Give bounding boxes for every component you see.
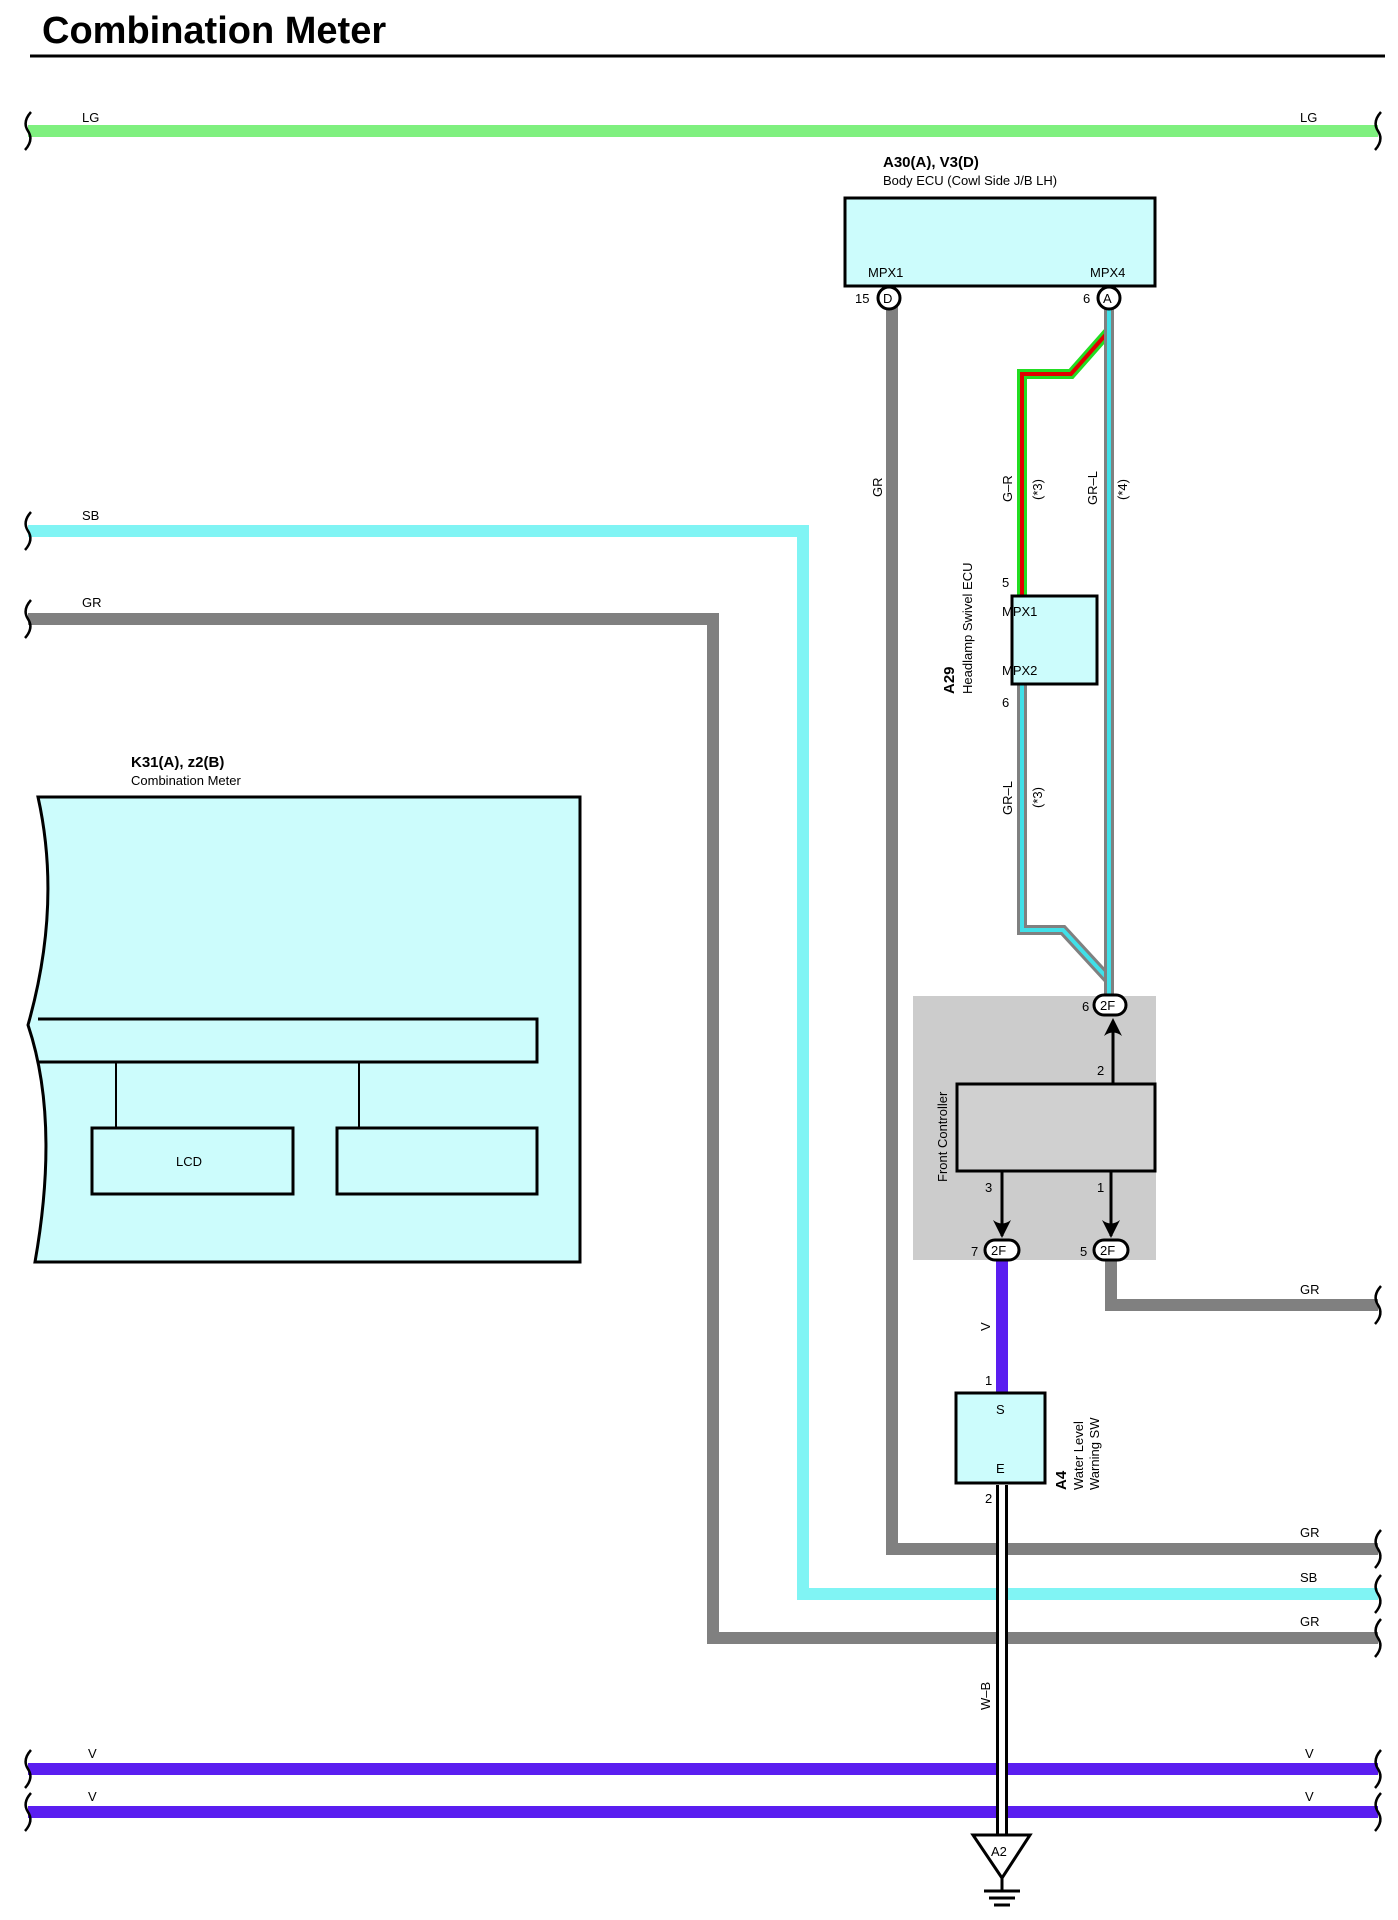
- water-sw-pin-s: S: [996, 1402, 1005, 1417]
- conn-2f-right-pin: 5: [1080, 1244, 1087, 1259]
- wire-break-right-sb: [1374, 1574, 1382, 1614]
- headlamp-ecu-pin-mpx1: MPX1: [1002, 604, 1037, 619]
- front-controller-box: [955, 1082, 1157, 1173]
- combo-meter-name: Combination Meter: [131, 773, 241, 788]
- combo-meter-code: K31(A), z2(B): [131, 754, 224, 771]
- gr-wire-left: [28, 613, 1378, 1644]
- wire-break-right-gr-fc: [1374, 1285, 1382, 1325]
- ground-label: A2: [991, 1844, 1007, 1859]
- water-sw-code: A4: [1053, 1470, 1070, 1490]
- gr-label-right-2: GR: [1300, 1614, 1320, 1629]
- headlamp-ecu-box: [1010, 594, 1099, 686]
- g-r-note: (*3): [1030, 479, 1045, 500]
- sb-label-left: SB: [82, 508, 99, 523]
- wire-break-left-sb: [24, 511, 32, 551]
- body-ecu-conn-a-label: A: [1103, 291, 1112, 306]
- water-sw-pin-2: 2: [985, 1491, 992, 1506]
- v-label-right-1: V: [1305, 1746, 1314, 1761]
- wire-break-right-gr1: [1374, 1529, 1382, 1569]
- body-ecu-pin-6: 6: [1083, 291, 1090, 306]
- lg-label-right: LG: [1300, 110, 1317, 125]
- fc-arrow-down-right-icon: [1102, 1220, 1120, 1238]
- body-ecu-conn-d: [876, 285, 902, 311]
- sb-label-right: SB: [1300, 1570, 1317, 1585]
- water-sw-name-1: Water Level: [1071, 1421, 1086, 1490]
- sub-block: [335, 1126, 539, 1196]
- gr-l-label-upper: GR–L: [1085, 471, 1100, 505]
- headlamp-ecu-code: A29: [941, 666, 958, 694]
- gr-wire-mpx1: [886, 298, 1378, 1555]
- wire-break-right-v1: [1374, 1749, 1382, 1789]
- conn-2f-right: [1092, 1238, 1130, 1262]
- water-sw-pin-1: 1: [985, 1373, 992, 1388]
- v-label-sw: V: [978, 1322, 993, 1331]
- gr-l-label-lower: GR–L: [1000, 781, 1015, 815]
- headlamp-ecu-pin-mpx2: MPX2: [1002, 663, 1037, 678]
- headlamp-ecu-name: Headlamp Swivel ECU: [960, 563, 975, 695]
- ground-triangle: [970, 1833, 1033, 1881]
- conn-2f-left: [983, 1238, 1021, 1262]
- sb-wire: [28, 525, 1378, 1600]
- water-sw-pin-e: E: [996, 1461, 1005, 1476]
- v-label-left-1: V: [88, 1746, 97, 1761]
- wire-break-left-v1: [24, 1749, 32, 1789]
- conn-2f-top-label: 2F: [1100, 998, 1115, 1013]
- body-ecu-conn-a: [1096, 285, 1122, 311]
- lcd-block: [90, 1126, 295, 1196]
- fc-pin-1: 1: [1097, 1180, 1104, 1195]
- gr-label-right-1: GR: [1300, 1525, 1320, 1540]
- body-ecu-name: Body ECU (Cowl Side J/B LH): [883, 173, 1057, 188]
- conn-2f-left-pin: 7: [971, 1244, 978, 1259]
- gr-wire-fc: [1105, 1250, 1378, 1311]
- conn-2f-left-label: 2F: [991, 1243, 1006, 1258]
- body-ecu-pin-mpx4: MPX4: [1090, 265, 1125, 280]
- fc-arrow-down-left-icon: [993, 1220, 1011, 1238]
- v-label-right-2: V: [1305, 1789, 1314, 1804]
- wire-break-left-gr: [24, 599, 32, 639]
- water-sw-name-2: Warning SW: [1087, 1417, 1102, 1490]
- gr-label-left: GR: [82, 595, 102, 610]
- gr-label-fc: GR: [1300, 1282, 1320, 1297]
- conn-2f-right-label: 2F: [1100, 1243, 1115, 1258]
- conn-2f-top-pin: 6: [1082, 999, 1089, 1014]
- headlamp-ecu-pin-6: 6: [1002, 695, 1009, 710]
- wire-break-left-v2: [24, 1792, 32, 1832]
- fc-arrow-up-icon: [1104, 1018, 1122, 1036]
- fc-pin-3: 3: [985, 1180, 992, 1195]
- gr-l-wire-lower-stripe: [1020, 684, 1111, 1000]
- body-ecu-code: A30(A), V3(D): [883, 154, 979, 171]
- combo-meter-bus: [38, 1017, 539, 1064]
- headlamp-ecu-pin-5: 5: [1002, 575, 1009, 590]
- lcd-label: LCD: [176, 1154, 202, 1169]
- g-r-wire-outer: [1017, 298, 1114, 596]
- body-ecu-pin-15: 15: [855, 291, 869, 306]
- body-ecu-pin-mpx1: MPX1: [868, 265, 903, 280]
- body-ecu-box: [843, 196, 1157, 288]
- gr-l-note-lower: (*3): [1030, 787, 1045, 808]
- front-controller-label: Front Controller: [935, 1091, 950, 1182]
- page-title: Combination Meter: [42, 10, 386, 52]
- gr-label-vertical: GR: [870, 478, 885, 498]
- fc-pin-2: 2: [1097, 1063, 1104, 1078]
- v-label-left-2: V: [88, 1789, 97, 1804]
- wire-break-right-lg: [1374, 111, 1382, 151]
- conn-2f-top: [1092, 993, 1128, 1017]
- gr-l-note-upper: (*4): [1115, 479, 1130, 500]
- wire-break-right-gr2: [1374, 1618, 1382, 1658]
- water-sw-box: [954, 1391, 1047, 1485]
- body-ecu-conn-d-label: D: [883, 291, 892, 306]
- w-b-label: W–B: [978, 1682, 993, 1710]
- lg-label-left: LG: [82, 110, 99, 125]
- wire-break-left-lg: [24, 111, 32, 151]
- g-r-label: G–R: [1000, 475, 1015, 502]
- gr-l-wire-lower: [1017, 684, 1114, 1000]
- wire-break-right-v2: [1374, 1792, 1382, 1832]
